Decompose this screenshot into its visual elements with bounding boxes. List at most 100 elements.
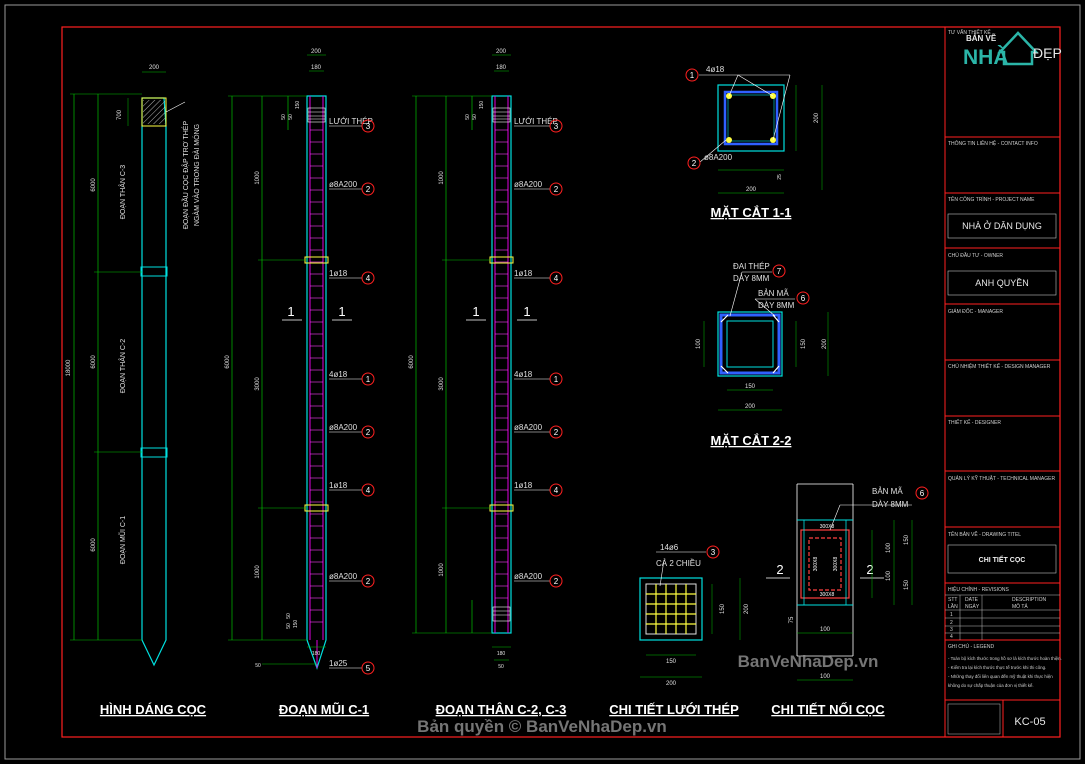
callout-label: 1ø25 [329,659,348,668]
joint-plate-r: 300X8 [833,557,839,572]
tip-segment-view: 200 180 50 50 150 6000 1000 3000 1000 18… [225,49,375,717]
s22-callout-2b: DÀY 8MM [758,301,795,310]
s22-callout-1: ĐAI THÉP [733,262,770,271]
mesh-num: 3 [711,548,716,557]
tb-contact: THÔNG TIN LIÊN HỆ - CONTACT INFO [948,139,1038,147]
callout-number: 2 [366,428,371,437]
tb-rev-r0: 1 [950,612,953,618]
s22-dim-w-outer: 200 [745,404,756,410]
tb-notes-label: GHI CHÚ - LEGEND [948,643,995,650]
tb-drawing-no: KC-05 [1014,716,1045,728]
mesh-dim-w-outer: 200 [666,681,677,687]
tip-w-outer: 200 [311,49,322,55]
callout-circle [361,661,375,675]
joint-callout-2: DÀY 8MM [872,500,909,509]
callout-number: 2 [554,428,559,437]
body-bottom-dim-1: 50 [498,664,504,670]
mesh-dim-h-inner: 150 [720,603,726,614]
tb-header: TƯ VẤN THIẾT KẾ [948,29,991,36]
callout-number: 4 [554,486,559,495]
s11-callout-1: 4ø18 [706,65,725,74]
shape-total: 18000 [66,359,72,376]
joint-dim-4: 100 [820,627,831,633]
callout-circle [549,182,563,196]
section-1-1: 1 4ø18 2 ø8A200 200 200 25 MẶT CẮT 1-1 [685,65,823,220]
s11-dim-w: 200 [746,187,757,193]
callout-number: 1 [554,375,559,384]
callout-label: 1ø18 [329,269,348,278]
callout-number: 2 [554,577,559,586]
logo: BẢN VẼ NHÀ ĐẸP [963,31,1062,69]
callout-label: 1ø18 [329,481,348,490]
caption-mesh: CHI TIẾT LƯỚI THÉP [609,702,739,717]
tb-note-3: không do sự chấp thuận của đơn vị thiết … [948,683,1034,688]
s11-num-1: 1 [690,71,695,80]
callout-circle [549,483,563,497]
joint-cut-left: 2 [776,562,783,577]
callout-label: 4ø18 [514,370,533,379]
tb-rev-r3: 4 [950,634,953,640]
tip-bottom-dim-1: 50 [255,663,261,669]
callout-number: 4 [366,274,371,283]
drawing-border [61,26,1061,738]
mesh-callout-2: CẢ 2 CHIỀU [656,558,701,568]
tip-top-dim-1: 50 [288,114,294,120]
callout-circle [361,119,375,133]
pile-shape-view: 200 700 18000 6000 6000 6000 ĐOẠN THÂN C… [66,65,207,717]
caption-body: ĐOẠN THÂN C-2, C-3 [436,702,567,717]
caption-sec11: MẶT CẮT 1-1 [711,205,792,220]
callout-label: 4ø18 [329,370,348,379]
tip-cut-left: 1 [287,304,294,319]
tb-designer-label: THIẾT KẾ - DESIGNER [948,419,1001,426]
joint-dim-5: 75 [789,616,795,623]
s11-callout-2: ø8A200 [704,153,733,162]
callout-circle [549,574,563,588]
tip-cut-right: 1 [338,304,345,319]
shape-seg-c3: ĐOẠN THÂN C-3 [118,165,127,219]
callout-circle [549,271,563,285]
joint-detail: 300X8 300X8 300X8 300X8 6 BẢN MÃ DÀY 8MM… [766,483,929,717]
tb-project-value: NHÀ Ở DÂN DỤNG [962,220,1042,231]
s22-dim-h-outer: 200 [822,338,828,349]
tip-dim-2: 1000 [255,565,261,579]
body-bottom-dim-0: 180 [497,651,506,657]
shape-dim-2: 6000 [91,538,97,552]
tip-bottom-dim-0: 180 [312,651,321,657]
body-w-inner: 180 [496,65,507,71]
joint-dim-6: 100 [820,674,831,680]
body-cut-right: 1 [523,304,530,319]
tb-rev-s1: NGÀY [965,603,980,610]
shape-dim-1: 6000 [91,355,97,369]
joint-dim-1: 100 [886,542,892,553]
tb-rev-r1: 2 [950,620,953,626]
body-dim-0: 1000 [439,171,445,185]
body-total: 6000 [409,355,415,369]
tb-director-label: GIÁM ĐỐC - MANAGER [948,308,1003,315]
tb-rev-s2: MÔ TẢ [1012,603,1028,610]
mesh-dim-h-outer: 200 [744,603,750,614]
body-dim-1: 3000 [439,377,445,391]
callout-label: ø8A200 [329,423,358,432]
s22-callout-1b: DÀY 8MM [733,274,770,283]
mesh-callout-1: 14ø6 [660,543,679,552]
s22-dim-left: 100 [696,338,702,349]
tb-note-2: - Những thay đổi liên quan đến mỹ thuật … [948,674,1053,679]
callout-circle [361,425,375,439]
caption-joint: CHI TIẾT NỐI CỌC [771,702,885,717]
s22-dim-h-inner: 150 [801,338,807,349]
body-top-dim-0: 50 [465,114,471,120]
logo-house-icon [997,31,1039,66]
shape-note-1: ĐOẠN ĐẦU CỌC ĐẬP TRƠ THÉP [180,121,190,230]
joint-plate-bot: 300X8 [820,592,835,598]
callout-label: LƯỚI THÉP [514,117,558,126]
callout-number: 2 [366,577,371,586]
logo-top: BẢN VẼ [966,34,997,43]
tb-owner-value: ANH QUYỀN [975,278,1029,288]
body-segment-view: 200 180 50 50 150 6000 1000 3000 1000 18… [409,49,566,717]
logo-right: ĐẸP [1033,45,1062,61]
callout-label: ø8A200 [514,180,543,189]
tip-bottom-small-2: 50 [286,623,292,629]
callout-circle [361,271,375,285]
joint-cut-right: 2 [866,562,873,577]
callout-number: 2 [366,185,371,194]
